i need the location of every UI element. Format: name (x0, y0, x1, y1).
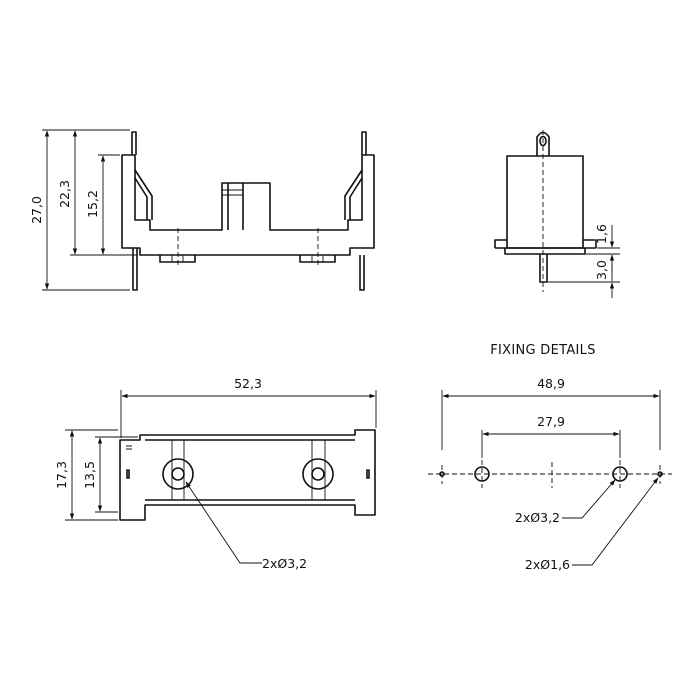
left-spring-contact (134, 169, 153, 220)
dim-side-3-0: 3,0 (594, 260, 609, 280)
side-bottom-flange (494, 239, 597, 255)
dim-width-13: 13,5 (82, 461, 97, 489)
callout-pins-fix: 2xØ1,6 (525, 557, 570, 572)
callout-holes-fix: 2xØ3,2 (515, 510, 560, 525)
dim-overall-height: 27,0 (29, 196, 44, 224)
bottom-hole-left (162, 458, 194, 490)
side-view: 1,6 3,0 (494, 130, 620, 298)
dim-width-17: 17,3 (54, 461, 69, 489)
fixing-details: FIXING DETAILS 48,9 27,9 2xØ3,2 2xØ1,6 (428, 343, 672, 572)
dim-height-15: 15,2 (85, 190, 100, 218)
dim-fix-inner: 27,9 (537, 414, 565, 429)
dim-side-1-6: 1,6 (594, 224, 609, 244)
left-spring-contact-inner (134, 177, 148, 220)
left-upper-tab (131, 131, 137, 155)
callout-holes-bottom: 2xØ3,2 (262, 556, 307, 571)
side-bottom-pin (539, 254, 548, 283)
right-spring-contact-inner (349, 177, 363, 220)
bottom-hole-right (302, 458, 334, 490)
front-view-outline (121, 154, 375, 256)
bottom-view-outline (119, 429, 376, 521)
front-view: 27,0 22,3 15,2 (29, 129, 375, 291)
side-view-body (506, 155, 584, 249)
left-peg (159, 255, 196, 263)
right-terminal-down (359, 255, 365, 291)
right-peg (299, 255, 336, 263)
section-title: FIXING DETAILS (490, 343, 596, 358)
dim-length: 52,3 (234, 376, 262, 391)
dim-fix-outer: 48,9 (537, 376, 565, 391)
right-spring-contact (344, 169, 363, 220)
bottom-view: 52,3 17,3 13,5 2xØ3,2 (54, 376, 377, 571)
dim-height-22: 22,3 (57, 180, 72, 208)
right-terminal (361, 131, 367, 155)
left-terminal (132, 248, 138, 291)
